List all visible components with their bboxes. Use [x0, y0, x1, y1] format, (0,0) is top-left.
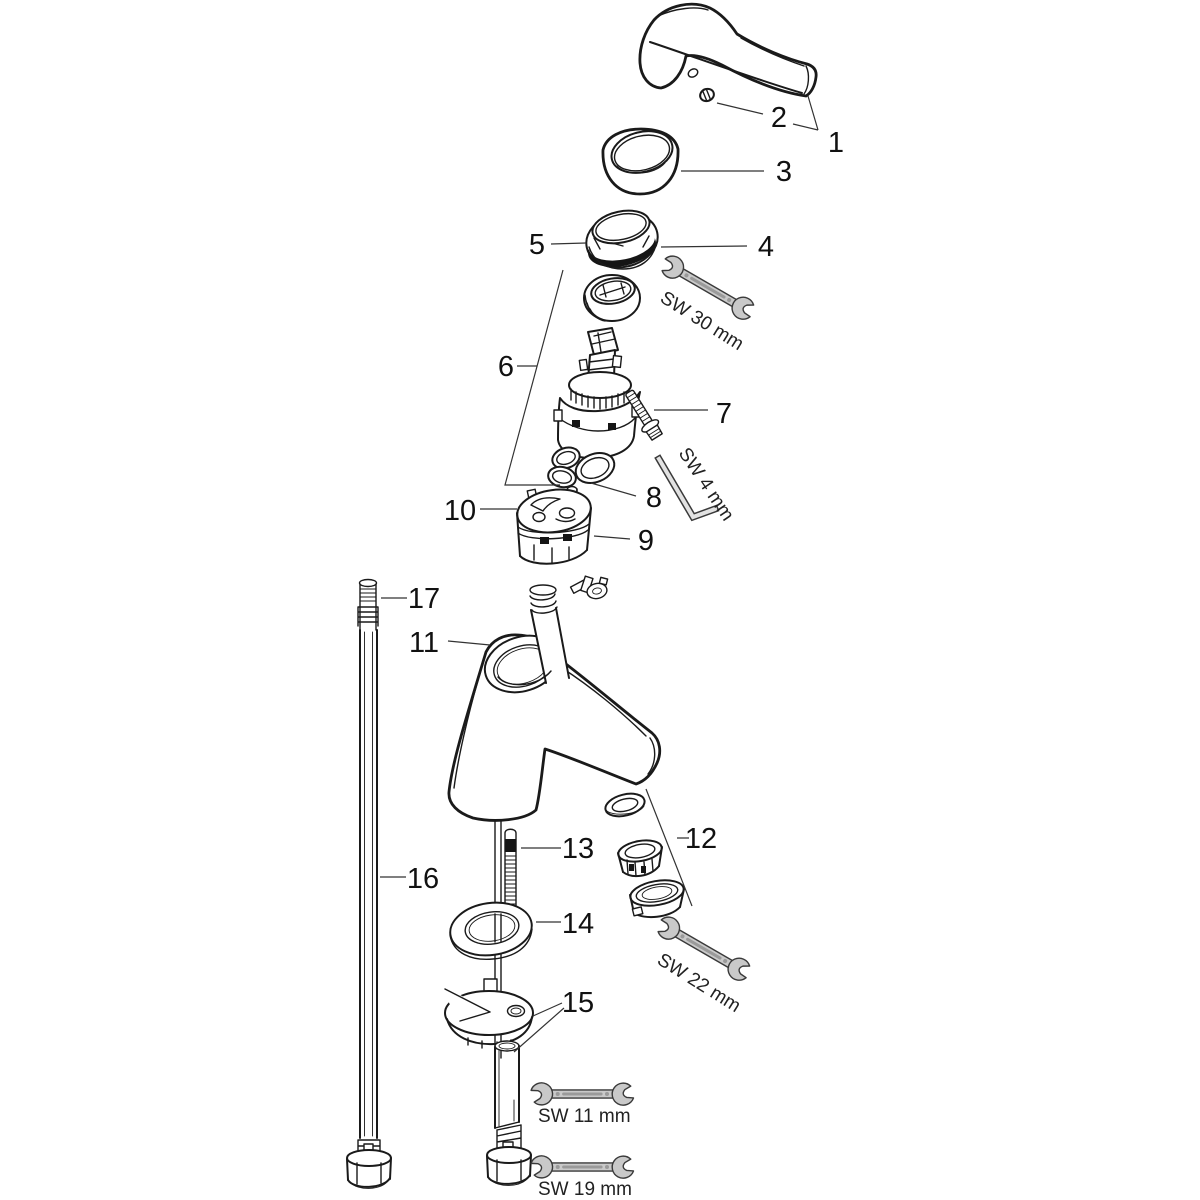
part-retaining-clip — [569, 575, 609, 600]
callout-numbers: 1 2 3 4 5 6 7 8 9 10 11 12 13 14 15 16 1… — [407, 102, 844, 1019]
open-end-wrench-sw11-icon — [529, 1079, 636, 1109]
callout-leader-lines — [380, 95, 819, 1053]
callout-9: 9 — [638, 525, 654, 557]
callout-1: 1 — [828, 127, 844, 159]
callout-17: 17 — [408, 583, 440, 615]
part-grub-screw — [699, 87, 715, 103]
callout-15: 15 — [562, 987, 594, 1019]
handle-pin-hole — [687, 68, 699, 78]
part-supply-hose — [346, 578, 392, 1189]
part-aerator-housing — [629, 879, 685, 919]
tool-label-sw11: SW 11 mm — [538, 1106, 631, 1127]
part-spout-seal — [604, 792, 646, 818]
part-cap-ring — [601, 127, 680, 196]
callout-8: 8 — [646, 482, 662, 514]
part-faucet-body — [447, 584, 662, 822]
part-connection-pipe — [497, 584, 570, 686]
part-base-washer — [449, 901, 533, 960]
callout-6: 6 — [498, 351, 514, 383]
hex-key-sw4-icon — [654, 454, 720, 522]
callout-16: 16 — [407, 863, 439, 895]
part-base-cylinder — [516, 485, 592, 565]
callout-3: 3 — [776, 156, 792, 188]
callout-12: 12 — [685, 823, 717, 855]
callout-14: 14 — [562, 908, 594, 940]
callout-4: 4 — [758, 231, 774, 263]
part-cartridge — [553, 327, 641, 460]
part-trim-nut — [585, 209, 659, 270]
open-end-wrench-sw19-icon — [529, 1152, 636, 1182]
part-threaded-ring — [583, 274, 641, 322]
callout-5: 5 — [529, 229, 545, 261]
part-screw — [625, 389, 663, 441]
callout-13: 13 — [562, 833, 594, 865]
callout-7: 7 — [716, 398, 732, 430]
part-o-rings — [547, 446, 616, 489]
part-aerator-insert — [617, 839, 663, 878]
callout-11: 11 — [409, 627, 439, 659]
part-handle — [638, 2, 818, 98]
callout-10: 10 — [444, 495, 476, 527]
tool-label-sw19: SW 19 mm — [538, 1179, 632, 1200]
callout-2: 2 — [771, 102, 787, 134]
part-horseshoe-clamp — [440, 984, 534, 1050]
part-mounting-sleeve — [486, 1040, 532, 1186]
